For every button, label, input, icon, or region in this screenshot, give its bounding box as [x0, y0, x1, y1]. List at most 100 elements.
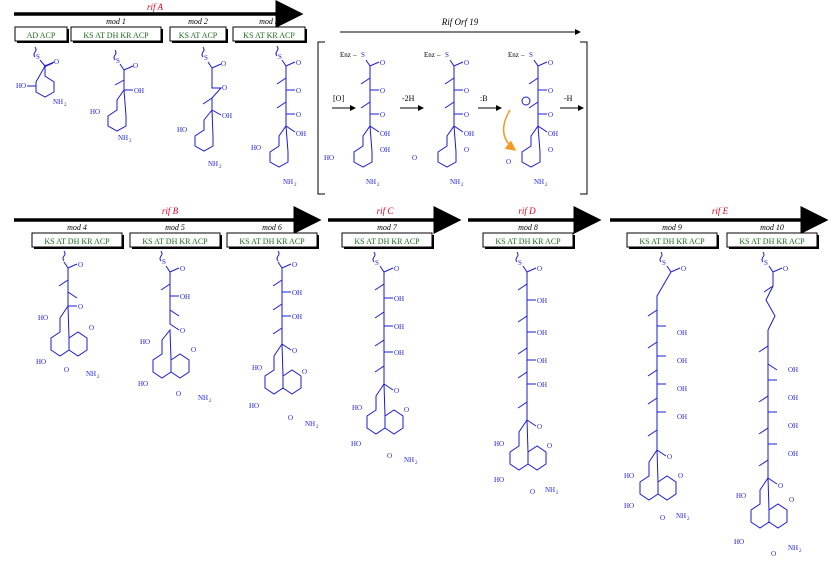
svg-text:S: S: [445, 51, 449, 59]
svg-text:O: O: [180, 327, 185, 335]
svg-text:O: O: [464, 146, 469, 154]
module-label: mod 6: [262, 223, 282, 232]
gene-label-rifA: rif A: [147, 2, 164, 12]
gene-arrow-rifC: rif C: [328, 206, 462, 234]
svg-text:HO: HO: [90, 108, 100, 116]
svg-text:O: O: [667, 453, 672, 461]
svg-text:O: O: [783, 265, 788, 273]
molecule-mod9: S O OH OH OH OH O HO HO O O NH 2: [624, 251, 690, 522]
svg-text:NH: NH: [676, 512, 686, 520]
svg-text:S: S: [162, 258, 166, 266]
svg-text:OH: OH: [292, 313, 302, 321]
svg-text:NH: NH: [53, 98, 63, 106]
svg-text:NH: NH: [198, 394, 208, 402]
module-7: mod 7 KS AT DH KR ACP: [341, 223, 434, 249]
svg-text:OH: OH: [222, 112, 232, 120]
svg-text:S: S: [518, 259, 522, 267]
module-domains: KS AT DH KR ACP: [142, 237, 208, 246]
svg-text:NH: NH: [86, 370, 96, 378]
molecule-mod8: S O OH OH OH OH O HO HO O O NH 2: [494, 251, 559, 496]
svg-text:O: O: [394, 265, 399, 273]
module-label: mod 5: [165, 223, 185, 232]
svg-text:HO: HO: [494, 440, 504, 448]
molecule-loading: S O HO NH 2: [16, 46, 67, 108]
svg-text:O: O: [394, 387, 399, 395]
svg-text:OH: OH: [180, 293, 190, 301]
molecule-mod6: O OH OH O HO HO O O NH 2: [249, 250, 319, 430]
svg-text:2: 2: [687, 517, 690, 522]
module-domains: KS AT DH KR ACP: [44, 237, 110, 246]
svg-text:O: O: [548, 111, 553, 119]
svg-text:OH: OH: [788, 450, 798, 458]
svg-text:O: O: [506, 158, 511, 166]
svg-text:O: O: [180, 265, 185, 273]
svg-text:Enz: Enz: [508, 51, 519, 59]
svg-text:OH: OH: [394, 323, 404, 331]
svg-text:O: O: [537, 423, 542, 431]
svg-text:2: 2: [316, 425, 319, 430]
svg-text:O: O: [78, 261, 83, 269]
gene-label-rifB: rif B: [162, 206, 179, 216]
module-8: mod 8 KS AT DH KR ACP: [482, 223, 575, 249]
module-label: mod 9: [662, 223, 682, 232]
step-base: :B: [480, 94, 488, 103]
svg-text:Enz: Enz: [424, 51, 435, 59]
svg-text:O: O: [537, 265, 542, 273]
module-label: mod 7: [377, 223, 398, 232]
svg-text:O: O: [380, 59, 385, 67]
svg-text:OH: OH: [677, 385, 687, 393]
module-10: mod 10 KS AT DH KR ACP: [726, 223, 819, 249]
module-domains: KS AT DH KR ACP: [354, 237, 420, 246]
svg-text:2: 2: [799, 549, 802, 554]
module-label: mod 8: [518, 223, 538, 232]
svg-text:NH: NH: [118, 134, 128, 142]
svg-text:Enz: Enz: [340, 51, 351, 59]
svg-text:HO: HO: [16, 82, 26, 90]
svg-text:O: O: [133, 62, 138, 70]
gene-arrow-orf19: Rif Orf 19: [340, 17, 581, 35]
svg-text:O: O: [296, 111, 301, 119]
module-9: mod 9 KS AT DH KR ACP: [626, 223, 719, 249]
svg-text:O: O: [464, 87, 469, 95]
svg-text:S: S: [361, 51, 365, 59]
module-2: mod 2 KS AT ACP: [169, 17, 228, 43]
molecule-mod4: O O HO HO O O NH 2: [36, 250, 100, 380]
module-1: mod 1 KS AT DH KR ACP: [70, 17, 163, 43]
gene-arrow-rifA: rif A: [14, 0, 304, 28]
step-oxidation: [O]: [333, 94, 344, 103]
svg-text:O: O: [64, 366, 69, 374]
svg-text:O: O: [191, 346, 196, 354]
svg-text:HO: HO: [624, 502, 634, 510]
svg-text:2: 2: [545, 183, 548, 188]
svg-text:S: S: [204, 54, 208, 62]
svg-text:O: O: [789, 496, 794, 504]
svg-text:HO: HO: [138, 380, 148, 388]
svg-text:OH: OH: [548, 130, 558, 138]
svg-text:OH: OH: [788, 422, 798, 430]
svg-text:S: S: [529, 51, 533, 59]
svg-text:HO: HO: [38, 314, 48, 322]
svg-text:HO: HO: [734, 538, 744, 546]
svg-text:O: O: [380, 111, 385, 119]
module-5: mod 5 KS AT DH KR ACP: [129, 223, 222, 249]
svg-text:NH: NH: [404, 456, 414, 464]
svg-text:OH: OH: [394, 349, 404, 357]
svg-text:2: 2: [461, 183, 464, 188]
svg-text:–: –: [520, 51, 525, 59]
svg-text:S: S: [278, 53, 282, 61]
svg-text:O: O: [548, 146, 553, 154]
molecule-mod10: S O OH OH OH OH O HO HO O O NH 2: [734, 251, 802, 558]
svg-text:OH: OH: [677, 413, 687, 421]
module-label: mod 2: [188, 17, 208, 26]
module-domains: KS AT KR ACP: [243, 31, 295, 40]
svg-text:2: 2: [294, 183, 297, 188]
svg-text:S: S: [36, 53, 40, 61]
svg-text:–: –: [352, 51, 357, 59]
svg-text:NH: NH: [283, 178, 293, 186]
module-label: mod 1: [106, 17, 126, 26]
gene-label-rifD: rif D: [518, 206, 536, 216]
module-loading: AD ACP: [14, 26, 69, 43]
module-label: mod 3: [259, 17, 279, 26]
svg-text:OH: OH: [464, 130, 474, 138]
